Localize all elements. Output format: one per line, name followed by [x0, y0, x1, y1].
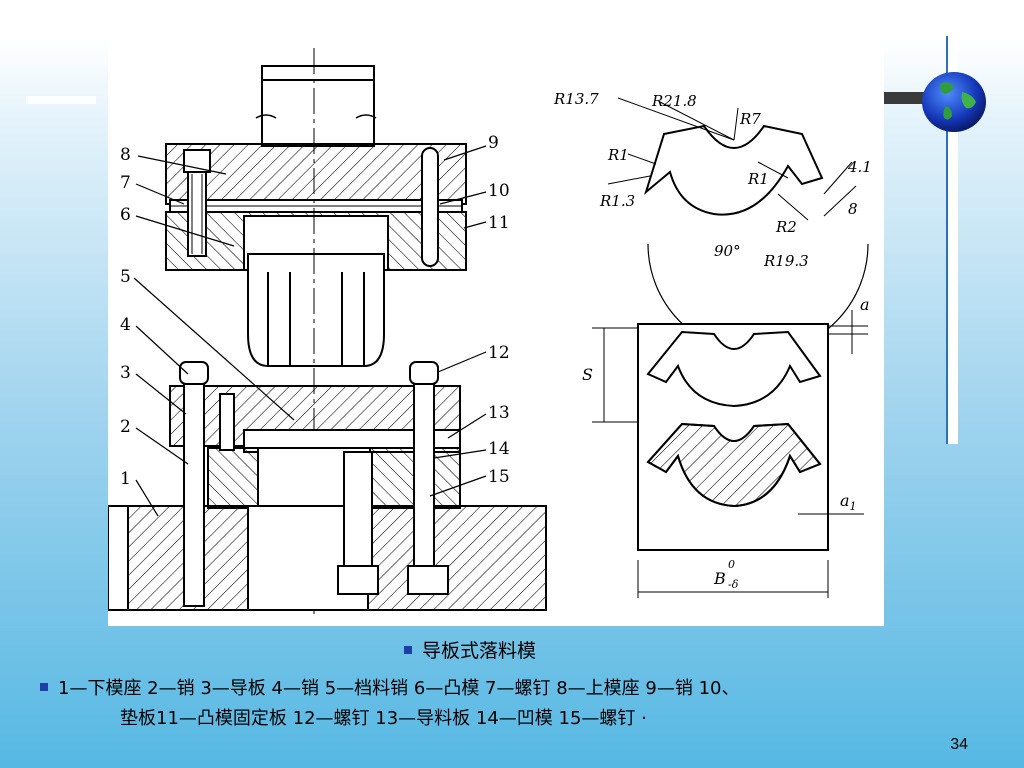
dim-angle: 90°: [714, 242, 741, 260]
dim-r21-8: R21.8: [651, 92, 697, 110]
die-assembly-figure: 8 7 6 5 4 3 2 1 9 10 11 12 13 14 15 R13.…: [108, 44, 884, 626]
parts-legend-line-2: 垫板11—凸模固定板 12—螺钉 13—导料板 14—凹模 15—螺钉 ·: [120, 704, 980, 730]
callout-1: 1: [120, 469, 131, 489]
bullet-icon: [404, 645, 412, 654]
decorative-vertical-bar: [946, 36, 958, 444]
bullet-icon: [40, 683, 48, 691]
callout-3: 3: [120, 363, 131, 383]
dim-a1-letter: a: [840, 491, 850, 510]
figure-caption: 导板式落料模: [404, 636, 1024, 663]
callout-12: 12: [488, 343, 510, 363]
callout-9: 9: [488, 133, 499, 153]
dim-b: B: [713, 569, 726, 588]
callout-labels: 8 7 6 5 4 3 2 1 9 10 11 12 13 14 15: [120, 133, 510, 489]
figure-caption-text: 导板式落料模: [422, 640, 537, 662]
backing-plate: [169, 199, 463, 213]
parts-legend-text-1: 1—下模座 2—销 3—导板 4—销 5—档料销 6—凸模 7—螺钉 8—上模座…: [58, 678, 740, 699]
callout-leaders: [133, 145, 487, 517]
dim-r1-3: R1.3: [599, 192, 635, 210]
dim-r1-left: R1: [607, 146, 629, 164]
lower-die-base: [108, 505, 547, 611]
punch: [247, 253, 385, 367]
dim-r7: R7: [739, 110, 761, 128]
strip-layout: [637, 323, 829, 551]
dim-b-letter: B: [713, 569, 726, 588]
dim-4-1: 4.1: [847, 158, 872, 176]
dim-b-subscript: -δ: [728, 578, 739, 591]
callout-13: 13: [488, 403, 510, 423]
callout-11: 11: [488, 213, 510, 233]
page-number: 34: [950, 736, 968, 753]
lower-screw-left: [337, 451, 379, 595]
callout-5: 5: [120, 267, 131, 287]
dim-s: S: [582, 365, 593, 384]
dim-a1: a1: [840, 491, 857, 513]
callout-6: 6: [120, 205, 131, 225]
callout-7: 7: [120, 173, 131, 193]
callout-14: 14: [488, 439, 510, 459]
callout-4: 4: [120, 315, 131, 335]
profile-dimension-lines: [607, 97, 857, 221]
dim-8: 8: [848, 200, 858, 218]
dim-r2: R2: [775, 218, 797, 236]
callout-10: 10: [488, 181, 510, 201]
blank-profile: [644, 124, 869, 355]
parts-legend-text-2: 垫板11—凸模固定板 12—螺钉 13—导料板 14—凹模 15—螺钉 ·: [120, 708, 647, 729]
punch-shank: [255, 65, 377, 147]
upper-pin: [421, 147, 439, 267]
profile-dimension-labels: R13.7 R21.8 R7 R1 R1.3 R1 R2 R19.3 4.1 8…: [553, 90, 872, 270]
dim-r13-7: R13.7: [553, 90, 599, 108]
dim-r19-3: R19.3: [763, 252, 809, 270]
decorative-bar: [26, 96, 96, 104]
dim-a1-subscript: 1: [850, 500, 857, 513]
lower-screw-right: [407, 361, 449, 595]
parts-legend-line-1: 1—下模座 2—销 3—导板 4—销 5—档料销 6—凸模 7—螺钉 8—上模座…: [40, 674, 1000, 700]
strip-dimension-lines: [592, 310, 868, 598]
dim-b-superscript: 0: [728, 558, 735, 571]
dim-r1-right: R1: [747, 170, 769, 188]
callout-2: 2: [120, 417, 131, 437]
guide-pin: [179, 361, 209, 607]
globe-icon: [922, 72, 986, 132]
stop-pin: [219, 393, 235, 451]
dim-a: a: [860, 295, 870, 314]
drawing-canvas: 8 7 6 5 4 3 2 1 9 10 11 12 13 14 15 R13.…: [108, 48, 872, 614]
callout-8: 8: [120, 145, 131, 165]
callout-15: 15: [488, 467, 510, 487]
strip-dimension-labels: a S a1 B 0 -δ: [582, 295, 870, 591]
